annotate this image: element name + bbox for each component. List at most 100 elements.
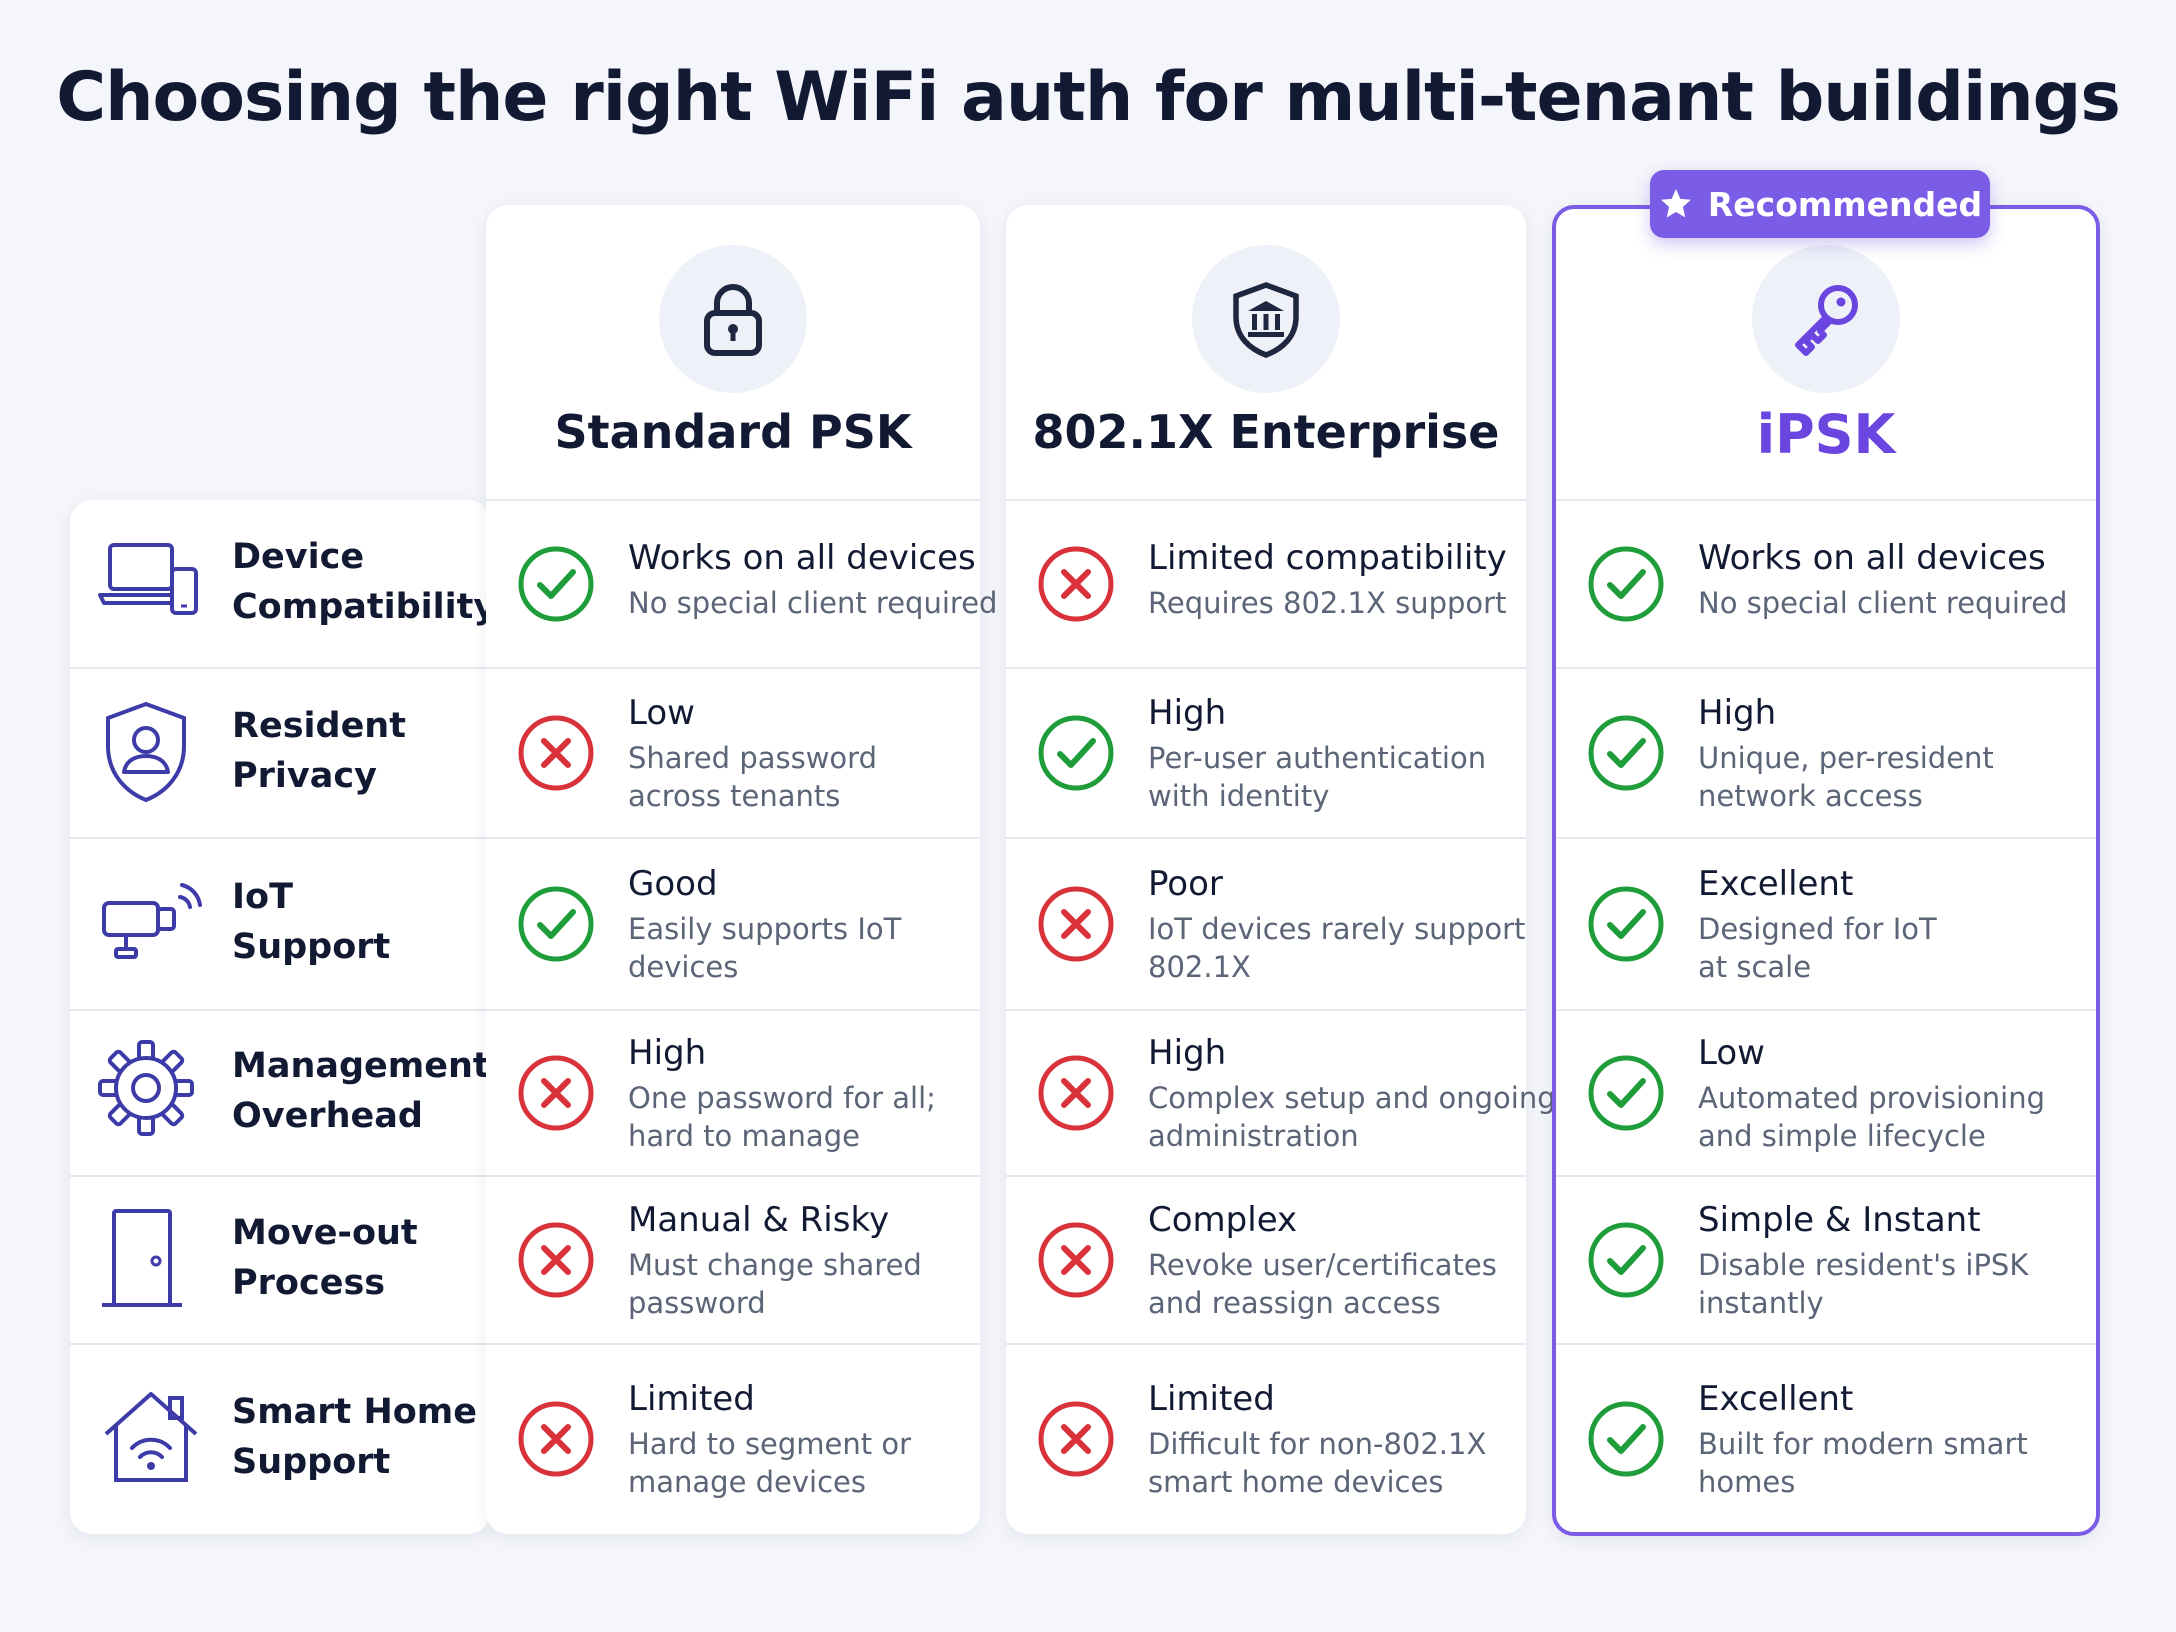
criterion-label-line1: Resident xyxy=(232,706,406,746)
cell-description-line: with identity xyxy=(1148,779,1330,813)
padlock-icon xyxy=(704,284,762,356)
check-icon xyxy=(1588,546,1664,622)
criterion-label-line2: Support xyxy=(232,1442,391,1482)
recommended-badge: Recommended xyxy=(1650,170,1990,238)
criterion-label-line1: Management xyxy=(232,1046,490,1086)
status-mark xyxy=(516,544,596,628)
cell-description-line: Automated provisioning xyxy=(1698,1081,2045,1115)
cell-description-line: No special client required xyxy=(628,586,998,620)
cell-description-line: password xyxy=(628,1286,766,1320)
row-divider xyxy=(1556,667,2096,669)
cell-description-line: Requires 802.1X support xyxy=(1148,586,1507,620)
status-mark xyxy=(1036,713,1116,797)
check-icon xyxy=(1038,715,1114,791)
status-mark xyxy=(1586,713,1666,797)
cell-description-line: administration xyxy=(1148,1119,1359,1153)
cell-description-line: hard to manage xyxy=(628,1119,860,1153)
cross-icon xyxy=(1038,1401,1114,1477)
row-divider xyxy=(486,837,980,839)
criterion-label-line1: Smart Home xyxy=(232,1392,478,1432)
row-divider xyxy=(70,1343,490,1345)
cell-description: No special client required xyxy=(1698,584,2067,622)
check-icon xyxy=(518,886,594,962)
cell-description-line: Easily supports IoT xyxy=(628,912,902,946)
column-name: iPSK xyxy=(1756,403,1896,466)
check-icon xyxy=(1588,1055,1664,1131)
shield-bank-icon xyxy=(1233,282,1299,358)
row-divider xyxy=(1006,1009,1526,1011)
cell-description-line: Per-user authentication xyxy=(1148,741,1487,775)
iot-camera-icon xyxy=(102,883,202,959)
cell-description: Per-user authentication with identity xyxy=(1148,739,1486,815)
status-mark xyxy=(516,1399,596,1483)
criterion-icon-wrap xyxy=(96,1038,196,1142)
cell-description-line: Disable resident's iPSK xyxy=(1698,1248,2029,1282)
row-divider xyxy=(70,1009,490,1011)
cell-description-line: devices xyxy=(628,950,739,984)
cell-title: Simple & Instant xyxy=(1698,1200,1981,1240)
cell-title: High xyxy=(1698,693,1777,733)
cell-description-line: IoT devices rarely support xyxy=(1148,912,1526,946)
cross-icon xyxy=(1038,546,1114,622)
criterion-label-line2: Compatibility xyxy=(232,587,497,627)
cell-title: Complex xyxy=(1148,1200,1298,1240)
check-icon xyxy=(1588,1222,1664,1298)
status-mark xyxy=(1036,884,1116,968)
smart-home-icon xyxy=(104,1392,198,1482)
cell-description-line: Difficult for non-802.1X xyxy=(1148,1427,1487,1461)
row-divider xyxy=(70,667,490,669)
criterion-icon-wrap xyxy=(96,1205,186,1319)
check-icon xyxy=(1588,886,1664,962)
cross-icon xyxy=(518,1055,594,1131)
status-mark xyxy=(1586,544,1666,628)
door-icon xyxy=(102,1209,182,1307)
criterion-label-line2: Process xyxy=(232,1263,386,1303)
row-divider xyxy=(1556,837,2096,839)
row-divider xyxy=(1006,667,1526,669)
criterion-label-line2: Overhead xyxy=(232,1096,423,1136)
cell-title: Manual & Risky xyxy=(628,1200,890,1240)
status-mark xyxy=(1036,1220,1116,1304)
status-mark xyxy=(516,1220,596,1304)
cell-description-line: and simple lifecycle xyxy=(1698,1119,1986,1153)
cell-description: Requires 802.1X support xyxy=(1148,584,1506,622)
cell-title: Poor xyxy=(1148,864,1223,904)
gear-icon xyxy=(98,1040,194,1136)
cell-description-line: across tenants xyxy=(628,779,841,813)
column-name: Standard PSK xyxy=(554,405,912,459)
key-icon xyxy=(1795,285,1858,356)
column-header: 802.1X Enterprise xyxy=(1006,205,1526,459)
cell-title: Good xyxy=(628,864,718,904)
row-divider xyxy=(486,667,980,669)
row-divider xyxy=(1556,1009,2096,1011)
star-icon xyxy=(1660,189,1691,218)
status-mark xyxy=(1036,544,1116,628)
cell-title: Excellent xyxy=(1698,1379,1854,1419)
